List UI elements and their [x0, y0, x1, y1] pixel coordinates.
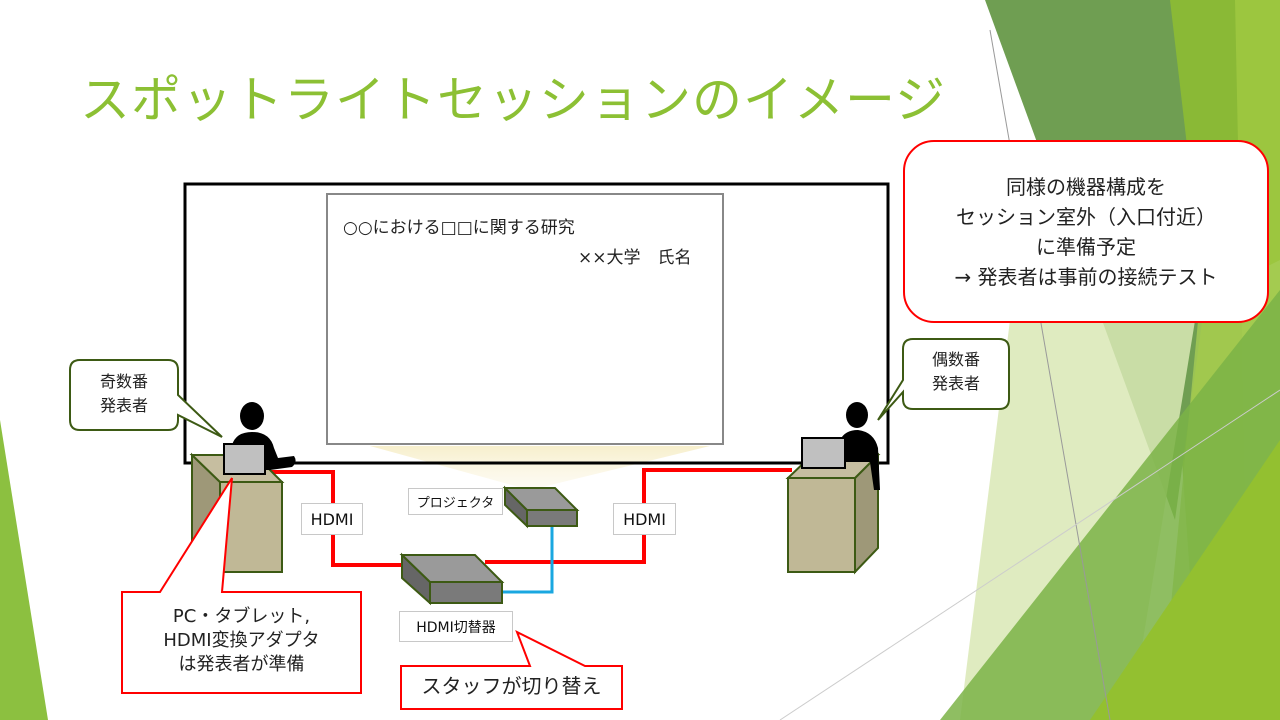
- note-line: → 発表者は事前の接続テスト: [954, 265, 1218, 289]
- page-title: スポットライトセッションのイメージ: [80, 71, 946, 129]
- callout-shapes: [69, 140, 1269, 710]
- screen-slide-author: ××大学 氏名: [578, 248, 692, 268]
- hdmi-switch-label: HDMI切替器: [399, 611, 513, 642]
- projection-beam: [370, 446, 710, 490]
- note-line: 同様の機器構成を: [1006, 175, 1166, 199]
- right-podium: [785, 452, 881, 575]
- video-cable: [500, 526, 554, 594]
- screen-slide-title: ○○における□□に関する研究: [343, 218, 575, 238]
- callout-line: PC・タブレット,: [172, 606, 311, 627]
- callout-line: 偶数番: [931, 350, 980, 369]
- staff-switch-callout: スタッフが切り替え: [421, 674, 602, 698]
- projector-icon: [502, 485, 580, 529]
- hdmi-label-left: HDMI: [301, 503, 363, 535]
- projection-screen: [183, 182, 890, 465]
- device-prep-callout: PC・タブレット, HDMI変換アダプタ は発表者が準備: [122, 605, 361, 677]
- right-laptop-icon: [801, 437, 846, 469]
- callout-line: 奇数番: [99, 372, 148, 391]
- right-presenter-icon: [840, 402, 880, 490]
- test-setup-note: 同様の機器構成を セッション室外（入口付近） に準備予定 → 発表者は事前の接続…: [904, 172, 1268, 292]
- hdmi-switch-icon: [399, 552, 505, 606]
- hdmi-label-right: HDMI: [613, 503, 676, 535]
- callout-line: 発表者: [99, 396, 148, 415]
- odd-presenter-callout: 奇数番 発表者: [70, 370, 178, 418]
- callout-line: は発表者が準備: [178, 654, 305, 675]
- projector-label: プロジェクタ: [408, 488, 503, 515]
- slide-on-screen: [326, 193, 724, 445]
- note-line: セッション室外（入口付近）: [956, 205, 1216, 229]
- left-laptop-icon: [223, 443, 266, 475]
- callout-line: HDMI変換アダプタ: [163, 630, 320, 651]
- callout-line: 発表者: [931, 374, 980, 393]
- even-presenter-callout: 偶数番 発表者: [903, 348, 1009, 396]
- note-line: に準備予定: [1036, 235, 1136, 259]
